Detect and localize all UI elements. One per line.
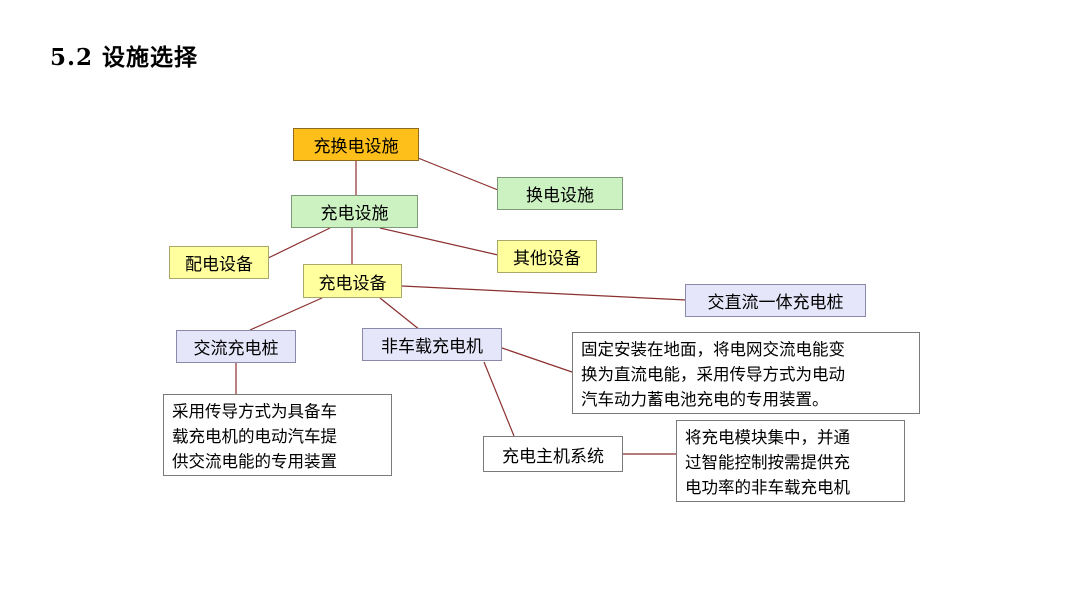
note-line: 电功率的非车载充电机 — [685, 478, 850, 497]
node-other-equipment: 其他设备 — [497, 240, 597, 273]
node-charging-facility: 充电设施 — [291, 195, 418, 228]
link-equipment-offboard — [379, 297, 421, 331]
note-line: 载充电机的电动汽车提 — [172, 427, 337, 446]
link-equipment-acdc — [401, 285, 687, 301]
node-ac-dc-integrated-pile: 交直流一体充电桩 — [685, 284, 866, 317]
link-facility-distribution — [259, 227, 331, 263]
note-line: 固定安装在地面，将电网交流电能变 — [581, 340, 845, 359]
note-offboard-charger-description: 固定安装在地面，将电网交流电能变 换为直流电能，采用传导方式为电动 汽车动力蓄电… — [572, 332, 920, 414]
note-line: 过智能控制按需提供充 — [685, 453, 850, 472]
node-charging-equipment: 充电设备 — [303, 264, 402, 298]
note-line: 采用传导方式为具备车 — [172, 402, 337, 421]
note-line: 供交流电能的专用装置 — [172, 452, 337, 471]
node-swapping-facility: 换电设施 — [497, 177, 623, 210]
link-equipment-ac-pile — [249, 297, 323, 331]
note-line: 将充电模块集中，并通 — [685, 428, 850, 447]
note-host-system-description: 将充电模块集中，并通 过智能控制按需提供充 电功率的非车载充电机 — [676, 420, 905, 502]
node-ac-charging-pile: 交流充电桩 — [176, 330, 296, 363]
node-charging-host-system: 充电主机系统 — [483, 436, 623, 472]
node-offboard-charger: 非车载充电机 — [362, 328, 502, 361]
link-root-swap — [417, 157, 499, 191]
note-line: 换为直流电能，采用传导方式为电动 — [581, 365, 845, 384]
link-offboard-host — [483, 361, 515, 437]
node-distribution-equipment: 配电设备 — [169, 246, 269, 279]
section-heading: 5.2 设施选择 — [50, 44, 199, 71]
note-line: 汽车动力蓄电池充电的专用装置。 — [581, 390, 829, 409]
link-offboard-note — [501, 347, 573, 373]
link-facility-other — [379, 227, 499, 256]
node-charging-swapping-facility: 充换电设施 — [293, 128, 419, 161]
note-ac-pile-description: 采用传导方式为具备车 载充电机的电动汽车提 供交流电能的专用装置 — [163, 394, 392, 476]
